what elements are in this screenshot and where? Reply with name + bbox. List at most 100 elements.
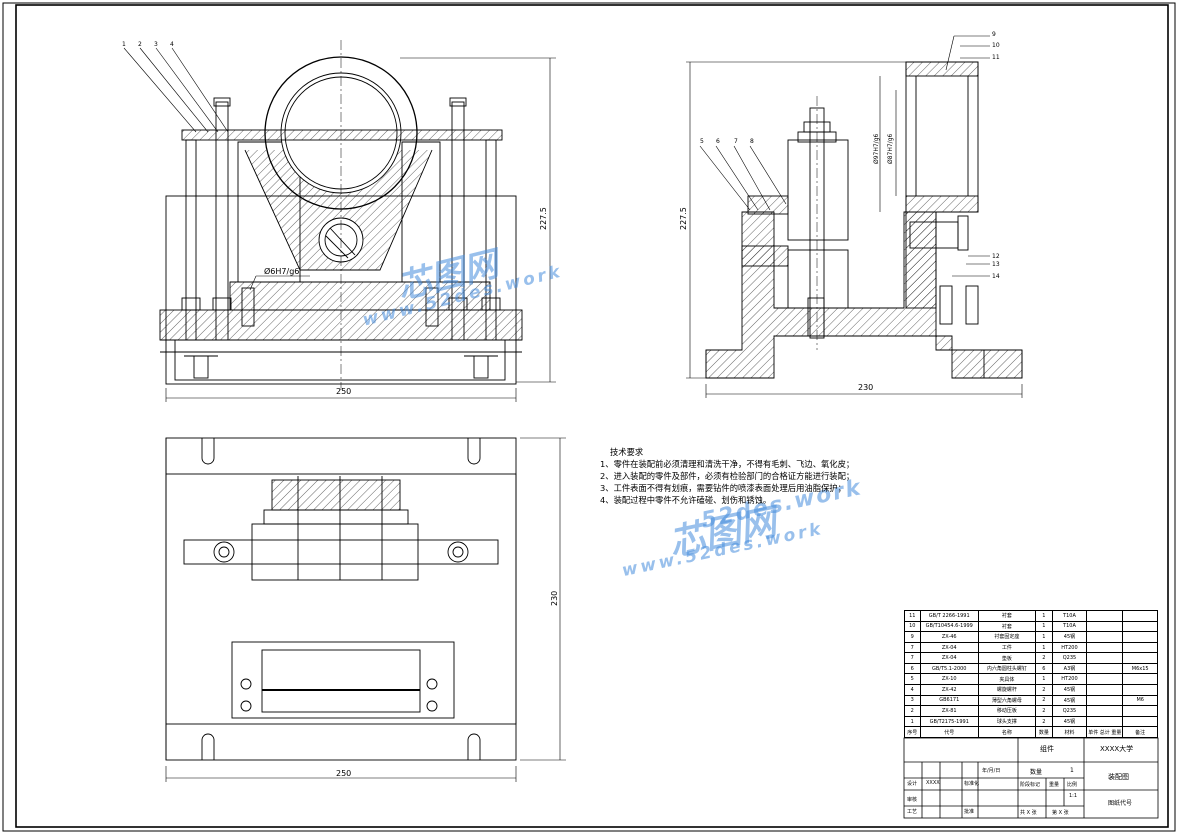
bom-cell-name: 薄型六角螺母 bbox=[977, 694, 1036, 707]
bom-cell-note bbox=[1122, 620, 1158, 633]
bom-cell-code: ZX-10 bbox=[919, 673, 979, 686]
bom-cell-no: 6 bbox=[904, 662, 921, 675]
bom-cell-code: ZX-04 bbox=[919, 641, 979, 654]
balloon-13: 13 bbox=[992, 261, 1000, 268]
bom-cell-name: 球头支撑 bbox=[977, 715, 1036, 728]
bom-cell-name: 垫板 bbox=[977, 652, 1036, 664]
bom-cell-material: 45钢 bbox=[1051, 631, 1088, 643]
top-view bbox=[165, 437, 517, 761]
front-view-dims bbox=[123, 47, 556, 402]
bom-header-row: 序号代号名称数量材料单件 总计 重量备注 bbox=[904, 726, 1158, 738]
bom-cell-material: Q235 bbox=[1051, 652, 1088, 664]
bom-cell-code: GB/T 2266-1991 bbox=[919, 610, 979, 622]
side-height-dim: 227.5 bbox=[679, 207, 688, 230]
bom-header-no: 序号 bbox=[904, 726, 921, 738]
bom-cell-note bbox=[1122, 705, 1158, 717]
side-view-dims bbox=[686, 35, 1023, 398]
bom-cell-name: 衬套固定座 bbox=[977, 631, 1036, 643]
bom-cell-note bbox=[1122, 715, 1158, 728]
front-view bbox=[159, 40, 523, 390]
bom-cell-note bbox=[1122, 684, 1158, 696]
bom-header-weight: 单件 总计 重量 bbox=[1086, 726, 1124, 738]
title-scale-value: 1:1 bbox=[1069, 793, 1078, 799]
front-height-dim: 227.5 bbox=[539, 207, 548, 230]
top-width-dim: 250 bbox=[336, 769, 351, 778]
bom-cell-qty: 1 bbox=[1034, 673, 1053, 686]
top-view-dims bbox=[165, 437, 566, 782]
title-weight: 重量 bbox=[1049, 782, 1060, 788]
bom-cell-material: 45钢 bbox=[1051, 684, 1088, 696]
bom-header-material: 材料 bbox=[1051, 726, 1088, 738]
balloon-11: 11 bbox=[992, 54, 1000, 61]
title-drawing-type: 装配图 bbox=[1108, 773, 1129, 781]
bom-cell-note: M6 bbox=[1122, 694, 1158, 707]
title-sheet-a: 共 X 张 bbox=[1020, 810, 1037, 816]
balloon-9: 9 bbox=[992, 31, 996, 38]
balloon-4: 4 bbox=[170, 41, 174, 48]
bom-cell-name: 内六角圆柱头螺钉 bbox=[977, 662, 1036, 675]
bom-cell-no: 9 bbox=[904, 631, 921, 643]
front-fit-label: Ø6H7/g6 bbox=[264, 266, 299, 276]
bom-cell-note bbox=[1122, 673, 1158, 686]
bom-cell-weight bbox=[1086, 662, 1124, 675]
bom-cell-material: Q235 bbox=[1051, 705, 1088, 717]
bom-cell-weight bbox=[1086, 684, 1124, 696]
bom-cell-weight bbox=[1086, 620, 1124, 633]
bom-cell-material: T10A bbox=[1051, 610, 1088, 622]
bom-cell-material: 45钢 bbox=[1051, 694, 1088, 707]
title-block bbox=[903, 737, 1159, 819]
bom-cell-no: 2 bbox=[904, 705, 921, 717]
bom-cell-material: HT200 bbox=[1051, 641, 1088, 654]
bom-cell-code: GB/T5.1-2000 bbox=[919, 662, 979, 675]
title-date: 年/月/日 bbox=[982, 768, 1001, 774]
bom-cell-code: GB/T2175-1991 bbox=[919, 715, 979, 728]
bom-cell-material: 45钢 bbox=[1051, 715, 1088, 728]
bom-cell-name: 衬套 bbox=[977, 620, 1036, 633]
bom-cell-weight bbox=[1086, 631, 1124, 643]
bom-cell-weight bbox=[1086, 641, 1124, 654]
bom-cell-note bbox=[1122, 631, 1158, 643]
bom-cell-material: T10A bbox=[1051, 620, 1088, 633]
bom-cell-weight bbox=[1086, 705, 1124, 717]
bom-cell-code: ZX-04 bbox=[919, 652, 979, 664]
title-qty-value: 1 bbox=[1070, 767, 1074, 774]
balloon-1: 1 bbox=[122, 41, 126, 48]
bom-cell-qty: 2 bbox=[1034, 694, 1053, 707]
bom-cell-weight bbox=[1086, 652, 1124, 664]
inner-border bbox=[15, 4, 1169, 828]
title-scale: 比例 bbox=[1067, 782, 1078, 788]
bom-cell-no: 11 bbox=[904, 610, 921, 622]
title-assembly: 组件 bbox=[1040, 745, 1054, 753]
balloon-2: 2 bbox=[138, 41, 142, 48]
title-standard: 标准化 bbox=[964, 781, 980, 787]
bom-cell-qty: 6 bbox=[1034, 662, 1053, 675]
side-fit-label-1: Ø97H7/g6 bbox=[873, 133, 880, 164]
bom-header-qty: 数量 bbox=[1034, 726, 1053, 738]
bom-cell-qty: 2 bbox=[1034, 652, 1053, 664]
bom-cell-code: GB/T10454.6-1999 bbox=[919, 620, 979, 633]
bom-cell-note bbox=[1122, 652, 1158, 664]
bom-cell-qty: 1 bbox=[1034, 610, 1053, 622]
balloon-8: 8 bbox=[750, 138, 754, 145]
balloon-7: 7 bbox=[734, 138, 738, 145]
bom-cell-weight bbox=[1086, 694, 1124, 707]
bom-header-code: 代号 bbox=[919, 726, 979, 738]
bom-cell-qty: 2 bbox=[1034, 684, 1053, 696]
balloon-10: 10 bbox=[992, 42, 1000, 49]
bom-cell-material: HT200 bbox=[1051, 673, 1088, 686]
notes-heading: 技术要求 bbox=[610, 447, 644, 457]
title-designer-name: XXXX bbox=[926, 780, 940, 786]
title-qty-label: 数量 bbox=[1030, 769, 1043, 776]
bom-cell-no: 7 bbox=[904, 652, 921, 664]
notes-line-3: 3、工件表面不得有划痕，需要钻件的喷漆表面处理后用油脂保护； bbox=[600, 483, 846, 493]
title-drawing-no: 图纸代号 bbox=[1108, 800, 1133, 807]
title-process: 工艺 bbox=[907, 809, 918, 815]
balloon-3: 3 bbox=[154, 41, 158, 48]
bom-cell-note bbox=[1122, 610, 1158, 622]
